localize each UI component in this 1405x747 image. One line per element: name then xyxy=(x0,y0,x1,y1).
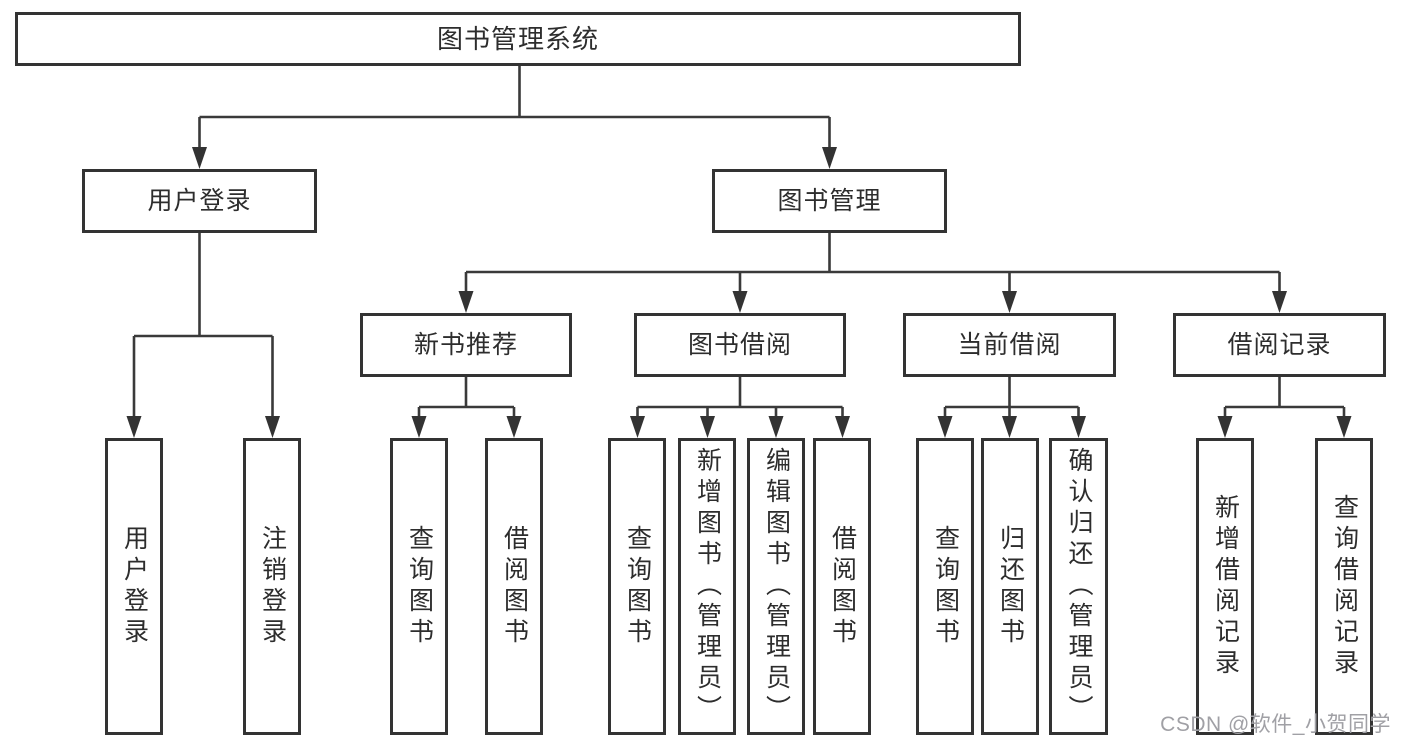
leaf-nbr-query-books: 查询图书 xyxy=(390,438,448,735)
node-label: 当前借阅 xyxy=(957,330,1062,359)
node-label: 查询借阅记录 xyxy=(1330,493,1359,680)
leaf-logout: 注销登录 xyxy=(243,438,301,735)
node-book-management: 图书管理 xyxy=(712,169,947,233)
leaf-br-add-record: 新增借阅记录 xyxy=(1196,438,1254,735)
connector-root-split xyxy=(192,66,837,169)
connector-current-borrowing-split xyxy=(937,377,1086,438)
leaf-bb-edit-books-admin: 编辑图书（管理员） xyxy=(747,438,805,735)
leaf-br-query-record: 查询借阅记录 xyxy=(1315,438,1373,735)
node-label: 查询图书 xyxy=(623,524,652,649)
node-label: 确认归还（管理员） xyxy=(1065,447,1093,726)
leaf-bb-query-books: 查询图书 xyxy=(608,438,666,735)
node-current-borrowing: 当前借阅 xyxy=(903,313,1116,377)
connector-borrowing-records-split xyxy=(1217,377,1352,438)
node-label: 查询图书 xyxy=(405,524,434,649)
connector-book-management-split xyxy=(458,233,1287,313)
node-book-borrowing: 图书借阅 xyxy=(634,313,846,377)
node-label: 编辑图书（管理员） xyxy=(762,447,791,726)
node-new-book-recommend: 新书推荐 xyxy=(360,313,572,377)
node-user-login: 用户登录 xyxy=(82,169,317,233)
node-label: 新增图书（管理员） xyxy=(693,447,722,726)
node-label: 新增借阅记录 xyxy=(1211,493,1240,680)
leaf-bb-borrow-books: 借阅图书 xyxy=(813,438,871,735)
watermark: CSDN @软件_小贺同学 xyxy=(1160,713,1391,736)
node-label: 用户登录 xyxy=(147,186,252,215)
node-label: 图书管理系统 xyxy=(436,24,599,54)
node-borrowing-records: 借阅记录 xyxy=(1173,313,1386,377)
node-label: 借阅记录 xyxy=(1227,330,1332,359)
leaf-bb-add-books-admin: 新增图书（管理员） xyxy=(678,438,736,735)
leaf-user-login: 用户登录 xyxy=(105,438,163,735)
node-label: 用户登录 xyxy=(120,524,149,649)
leaf-cb-return-books: 归还图书 xyxy=(981,438,1039,735)
leaf-cb-query-books: 查询图书 xyxy=(916,438,974,735)
node-label: 借阅图书 xyxy=(828,524,857,649)
node-label: 图书借阅 xyxy=(687,330,792,359)
leaf-nbr-borrow-books: 借阅图书 xyxy=(485,438,543,735)
node-book-management-system: 图书管理系统 xyxy=(15,12,1021,66)
node-label: 新书推荐 xyxy=(413,330,518,359)
leaf-cb-confirm-return-admin: 确认归还（管理员） xyxy=(1049,438,1108,735)
node-label: 借阅图书 xyxy=(500,524,529,649)
connector-book-borrowing-split xyxy=(630,377,850,438)
connector-new-book-recommend-split xyxy=(411,377,522,438)
node-label: 注销登录 xyxy=(258,524,287,649)
node-label: 归还图书 xyxy=(996,524,1025,649)
connector-user-login-split xyxy=(126,233,280,438)
node-label: 图书管理 xyxy=(777,186,882,215)
node-label: 查询图书 xyxy=(931,524,960,649)
